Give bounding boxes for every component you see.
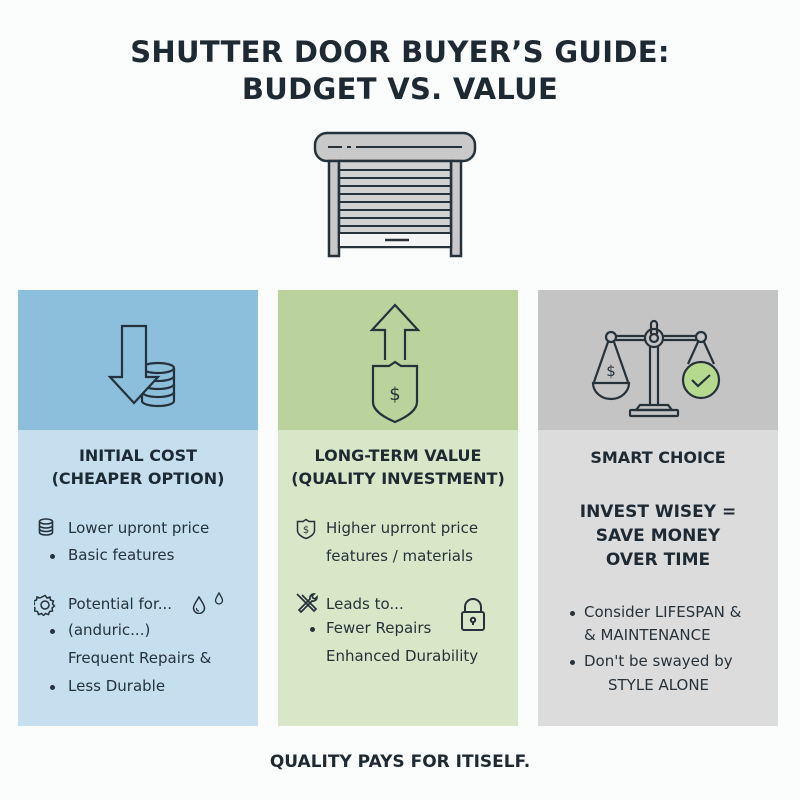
initial-cost-body: INITIAL COST (CHEAPER OPTION) Lower upro… (18, 430, 258, 726)
heading-line-1: INITIAL COST (78, 446, 198, 465)
arrow-up-shield-dollar-icon: $ (369, 303, 421, 424)
list-item: Frequent Repairs & (68, 649, 212, 667)
arrow-down-coins-icon (107, 324, 176, 408)
list-item: Don't be swayed by (584, 652, 733, 670)
list-item: Enhanced Durability (326, 647, 479, 665)
bullet (310, 627, 315, 632)
long-term-value-body: LONG-TERM VALUE (QUALITY INVESTMENT) $ H… (278, 430, 518, 726)
long-term-value-column: $ LONG-TERM VALUE (QUALITY INVESTMENT) $… (278, 290, 518, 726)
shield-dollar-icon: $ (296, 518, 316, 540)
bullet (50, 554, 55, 559)
statement-line-2: SAVE MONEY (595, 526, 721, 546)
bullet (570, 660, 575, 665)
statement-line-3: OVER TIME (605, 550, 711, 570)
svg-text:$: $ (389, 384, 400, 405)
heading-line-2: (QUALITY INVESTMENT) (291, 469, 505, 488)
title-line-1: SHUTTER DOOR BUYER’S GUIDE: (130, 35, 670, 69)
balance-scale-icon: $ (591, 319, 721, 418)
roller-shutter-door-icon (313, 131, 477, 258)
svg-text:$: $ (303, 525, 309, 536)
list-item: & MAINTENANCE (584, 626, 711, 644)
water-drop-icon (192, 596, 206, 614)
footer-tagline: QUALITY PAYS FOR ITISELF. (269, 752, 531, 772)
bullet (50, 685, 55, 690)
title-line-2: BUDGET VS. VALUE (241, 72, 559, 106)
bullet (570, 611, 575, 616)
page-title: SHUTTER DOOR BUYER’S GUIDE: BUDGET VS. V… (0, 34, 800, 108)
list-item: Less Durable (68, 677, 166, 695)
tools-icon (296, 593, 318, 614)
initial-cost-icon-panel (18, 290, 258, 430)
smart-choice-icon-panel: $ (538, 290, 778, 430)
statement-line-1: INVEST WISEY = (579, 502, 737, 522)
heading-line-1: LONG-TERM VALUE (314, 446, 482, 465)
water-drop-icon (214, 592, 224, 605)
smart-choice-heading: SMART CHOICE (590, 448, 726, 467)
smart-choice-column: $ SMART CHOICE INVEST WISEY = SAVE MONEY… (538, 290, 778, 726)
heading-line-2: (CHEAPER OPTION) (51, 469, 225, 488)
svg-text:$: $ (606, 362, 616, 380)
smart-choice-body: SMART CHOICE INVEST WISEY = SAVE MONEY O… (538, 430, 778, 726)
initial-cost-column: INITIAL COST (CHEAPER OPTION) Lower upro… (18, 290, 258, 726)
list-item: (anduric...) (68, 621, 151, 639)
list-item: Lower upront price (68, 519, 210, 537)
list-item: Potential for... (68, 595, 173, 613)
bullet (50, 629, 55, 634)
coin-stack-icon (38, 518, 54, 536)
list-item: Higher uprront price (326, 519, 479, 537)
list-item: Basic features (68, 546, 175, 564)
initial-cost-heading: INITIAL COST (CHEAPER OPTION) (18, 444, 258, 490)
list-item: Consider LIFESPAN & (584, 603, 742, 621)
padlock-icon (461, 598, 485, 631)
list-item: STYLE ALONE (608, 676, 710, 694)
list-item: Fewer Repairs (326, 619, 432, 637)
long-term-value-heading: LONG-TERM VALUE (QUALITY INVESTMENT) (278, 444, 518, 490)
gear-icon (34, 594, 56, 616)
smart-choice-statement: INVEST WISEY = SAVE MONEY OVER TIME (538, 500, 778, 572)
list-item: Leads to... (326, 595, 404, 613)
long-term-value-icon-panel: $ (278, 290, 518, 430)
list-item: features / materials (326, 547, 473, 565)
